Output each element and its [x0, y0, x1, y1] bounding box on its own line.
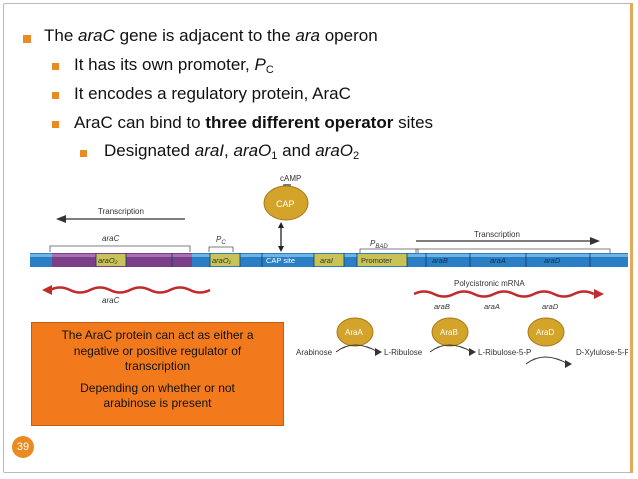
- enzyme-arab-label: AraB: [440, 328, 458, 337]
- enzyme-arab-icon: [431, 317, 469, 347]
- arao2-label: araO₂: [98, 256, 118, 265]
- transcription-right-label: Transcription: [474, 230, 520, 239]
- promoter-box: [357, 254, 407, 266]
- arac-gene-label: araC: [102, 234, 120, 243]
- page-number: 39: [12, 436, 34, 458]
- arao2-box: [96, 254, 126, 266]
- arao1-label: araO₁: [212, 256, 232, 265]
- pbad-label: PBAD: [370, 239, 388, 250]
- accent-bar: [630, 3, 633, 473]
- bullet-marker: [52, 92, 59, 99]
- arrow-head: [590, 237, 600, 245]
- enzyme-araa-label: AraA: [345, 328, 363, 337]
- cap-site-label: CAP site: [266, 256, 295, 265]
- dna-dividers: [95, 253, 591, 267]
- bullet-marker: [80, 150, 87, 157]
- promoter-label: Promoter: [361, 256, 392, 265]
- cap-label: CAP: [276, 199, 295, 209]
- arac-mrna-head: [42, 285, 52, 295]
- arai-box: [314, 254, 344, 266]
- arac-mrna-label: araC: [102, 296, 120, 305]
- note-line: arabinose is present: [103, 396, 212, 410]
- bind-arrow-head-up: [278, 222, 284, 228]
- mrna-araa-label: araA: [484, 302, 500, 311]
- bullet-3: It encodes a regulatory protein, AraC: [74, 84, 351, 103]
- arrow-head: [375, 348, 382, 356]
- pathway-l-ribulose-5p: L-Ribulose-5-P: [478, 348, 531, 357]
- polycistronic-head: [594, 289, 604, 299]
- note-line: Depending on whether or not: [80, 380, 235, 395]
- ara-operon-diagram: cAMP CAP Transcription araC PC PBAD Tran…: [30, 174, 628, 368]
- note-line: The AraC protein can act as either a: [61, 328, 254, 342]
- bullet-marker: [52, 63, 59, 70]
- pathway-d-xylulose-5p: D-Xylulose-5-P: [576, 348, 628, 357]
- mrna-arad-label: araD: [542, 302, 559, 311]
- pbad-bracket: [359, 248, 419, 254]
- arac-gene-bracket: [49, 245, 191, 252]
- pathway-arabinose: Arabinose: [296, 348, 333, 357]
- pc-label: PC: [216, 235, 226, 246]
- bullet-1: The araC gene is adjacent to the ara ope…: [44, 26, 378, 45]
- pc-bracket: [208, 246, 234, 252]
- mrna-arab-label: araB: [434, 302, 450, 311]
- note-line: negative or positive regulator of: [73, 343, 242, 358]
- pathway-arrow-1: [335, 344, 379, 353]
- bullet-4: AraC can bind to three different operato…: [74, 113, 434, 132]
- arrow-head: [565, 360, 572, 368]
- enzyme-araa-icon: [336, 317, 374, 347]
- bullet-2: It has its own promoter, PC: [74, 55, 274, 76]
- pathway-arrow-3: [525, 356, 569, 365]
- arrow-head: [469, 348, 476, 356]
- pathway-l-ribulose: L-Ribulose: [384, 348, 423, 357]
- cap-protein-icon: [263, 185, 309, 221]
- pathway-arrow-2: [429, 344, 473, 353]
- enzyme-arad-icon: [527, 317, 565, 347]
- transcription-left-label: Transcription: [98, 207, 144, 216]
- arad-label: araD: [544, 256, 561, 265]
- note-box: The AraC protein can act as either a neg…: [31, 322, 284, 426]
- note-line: transcription: [124, 359, 191, 373]
- bind-arrow-head-down: [278, 246, 284, 252]
- arac-mrna: [49, 286, 211, 294]
- camp-label: cAMP: [280, 174, 301, 183]
- enzyme-arad-label: AraD: [536, 328, 554, 337]
- arrow-head: [56, 215, 66, 223]
- araa-label: araA: [490, 256, 506, 265]
- operon-bracket: [415, 248, 611, 254]
- bullet-5: Designated araI, araO1 and araO2: [104, 141, 360, 162]
- polycistronic-mrna: [413, 290, 595, 298]
- arao1-box: [210, 254, 240, 266]
- arab-label: araB: [432, 256, 448, 265]
- polycistronic-label: Polycistronic mRNA: [454, 279, 525, 288]
- bullet-marker: [23, 35, 31, 43]
- bullet-marker: [52, 121, 59, 128]
- arai-label: araI: [320, 256, 333, 265]
